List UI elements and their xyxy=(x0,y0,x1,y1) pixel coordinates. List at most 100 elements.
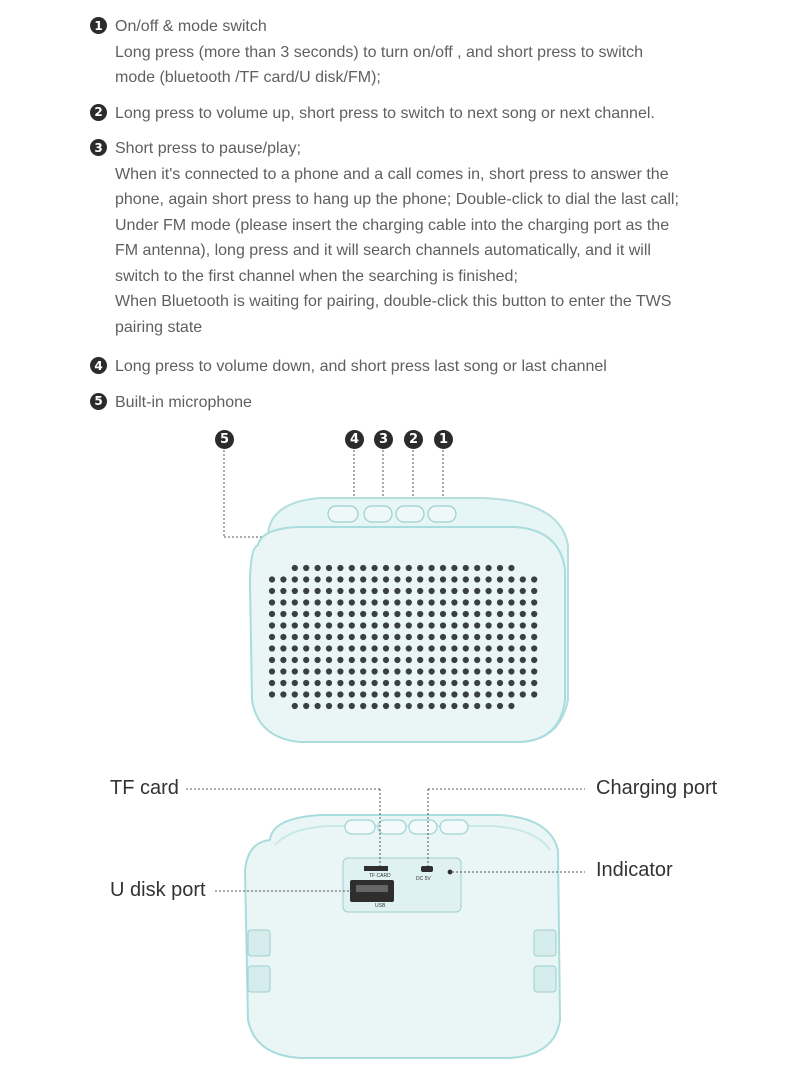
grille-hole xyxy=(531,633,538,641)
grille-hole xyxy=(394,702,401,710)
grille-hole xyxy=(417,668,424,675)
grille-hole xyxy=(439,622,447,629)
grille-hole xyxy=(325,576,333,583)
instruction-item-4: 4 Long press to volume down, and short p… xyxy=(90,354,770,380)
grille-hole xyxy=(360,564,367,572)
grille-hole xyxy=(325,610,333,618)
grille-hole xyxy=(462,599,469,606)
instruction-line: When it's connected to a phone and a cal… xyxy=(115,165,669,183)
grille-hole xyxy=(303,587,310,595)
grille-hole xyxy=(531,645,538,652)
grille-hole xyxy=(485,645,492,652)
grille-hole xyxy=(303,679,310,687)
grille-hole xyxy=(405,679,412,687)
charging-port-label: Charging port xyxy=(596,777,718,799)
grille-hole xyxy=(496,610,504,618)
grille-hole xyxy=(531,691,538,698)
grille-hole xyxy=(394,691,401,698)
grille-hole xyxy=(394,668,401,675)
grille-hole xyxy=(291,564,298,572)
grille-hole xyxy=(496,645,504,652)
grille-hole xyxy=(268,622,276,629)
grille-hole xyxy=(439,656,447,664)
number-badge-4: 4 xyxy=(90,357,107,374)
grille-hole xyxy=(439,633,447,641)
grille-hole xyxy=(519,645,526,652)
grille-hole xyxy=(268,633,276,641)
grille-hole xyxy=(337,587,344,595)
grille-hole xyxy=(451,622,458,629)
instruction-line: Short press to pause/play; xyxy=(115,140,301,157)
grille-hole xyxy=(325,679,333,687)
grille-hole xyxy=(474,668,481,675)
grille-hole xyxy=(508,633,515,641)
dc-port-text: DC 5V xyxy=(416,876,431,882)
grille-hole xyxy=(325,645,333,652)
grille-hole xyxy=(360,679,367,687)
grille-hole xyxy=(428,576,435,583)
grille-hole xyxy=(314,702,321,710)
grille-hole xyxy=(394,679,401,687)
grille-hole xyxy=(508,668,515,675)
grille-hole xyxy=(280,691,287,698)
grille-hole xyxy=(428,587,435,595)
grille-hole xyxy=(451,645,458,652)
grille-hole xyxy=(360,576,367,583)
grille-hole xyxy=(280,656,287,664)
grille-hole xyxy=(348,576,355,583)
grille-hole xyxy=(462,679,469,687)
grille-hole xyxy=(496,702,504,710)
indicator-label: Indicator xyxy=(596,859,673,881)
grille-hole xyxy=(303,702,310,710)
grille-hole xyxy=(405,702,412,710)
grille-hole xyxy=(337,668,344,675)
grille-hole xyxy=(451,656,458,664)
grille-hole xyxy=(325,702,333,710)
grille-hole xyxy=(417,576,424,583)
grille-hole xyxy=(314,645,321,652)
grille-hole xyxy=(485,587,492,595)
grille-hole xyxy=(496,679,504,687)
grille-hole xyxy=(291,587,298,595)
grille-hole xyxy=(508,645,515,652)
diagram-badge-5: 5 xyxy=(215,430,234,449)
grille-hole xyxy=(439,702,447,710)
grille-hole xyxy=(303,668,310,675)
grille-hole xyxy=(485,668,492,675)
grille-hole xyxy=(314,599,321,606)
grille-hole xyxy=(348,587,355,595)
grille-hole xyxy=(314,679,321,687)
grille-hole xyxy=(291,668,298,675)
grille-hole xyxy=(382,702,390,710)
grille-hole xyxy=(496,587,504,595)
instruction-line: phone, again short press to hang up the … xyxy=(115,191,679,208)
grille-hole xyxy=(382,599,390,606)
grille-hole xyxy=(337,610,344,618)
grille-hole xyxy=(451,610,458,618)
diagram-badge-2: 2 xyxy=(404,430,423,449)
grille-hole xyxy=(451,599,458,606)
grille-hole xyxy=(291,679,298,687)
grille-hole xyxy=(496,656,504,664)
grille-hole xyxy=(462,633,469,641)
grille-hole xyxy=(451,576,458,583)
grille-hole xyxy=(337,622,344,629)
grille-hole xyxy=(371,702,378,710)
grille-hole xyxy=(417,587,424,595)
grille-hole xyxy=(360,656,367,664)
grille-hole xyxy=(382,622,390,629)
grille-hole xyxy=(508,610,515,618)
grille-hole xyxy=(382,564,390,572)
grille-hole xyxy=(439,645,447,652)
grille-hole xyxy=(485,656,492,664)
tf-card-label: TF card xyxy=(110,777,179,799)
grille-hole xyxy=(280,599,287,606)
grille-hole xyxy=(371,576,378,583)
grille-hole xyxy=(508,576,515,583)
instruction-line: mode (bluetooth /TF card/U disk/FM); xyxy=(115,69,381,86)
grille-hole xyxy=(371,587,378,595)
grille-hole xyxy=(428,610,435,618)
diagram-badge-4: 4 xyxy=(345,430,364,449)
instruction-item-3: 3 Short press to pause/play; When it's c… xyxy=(90,136,770,340)
